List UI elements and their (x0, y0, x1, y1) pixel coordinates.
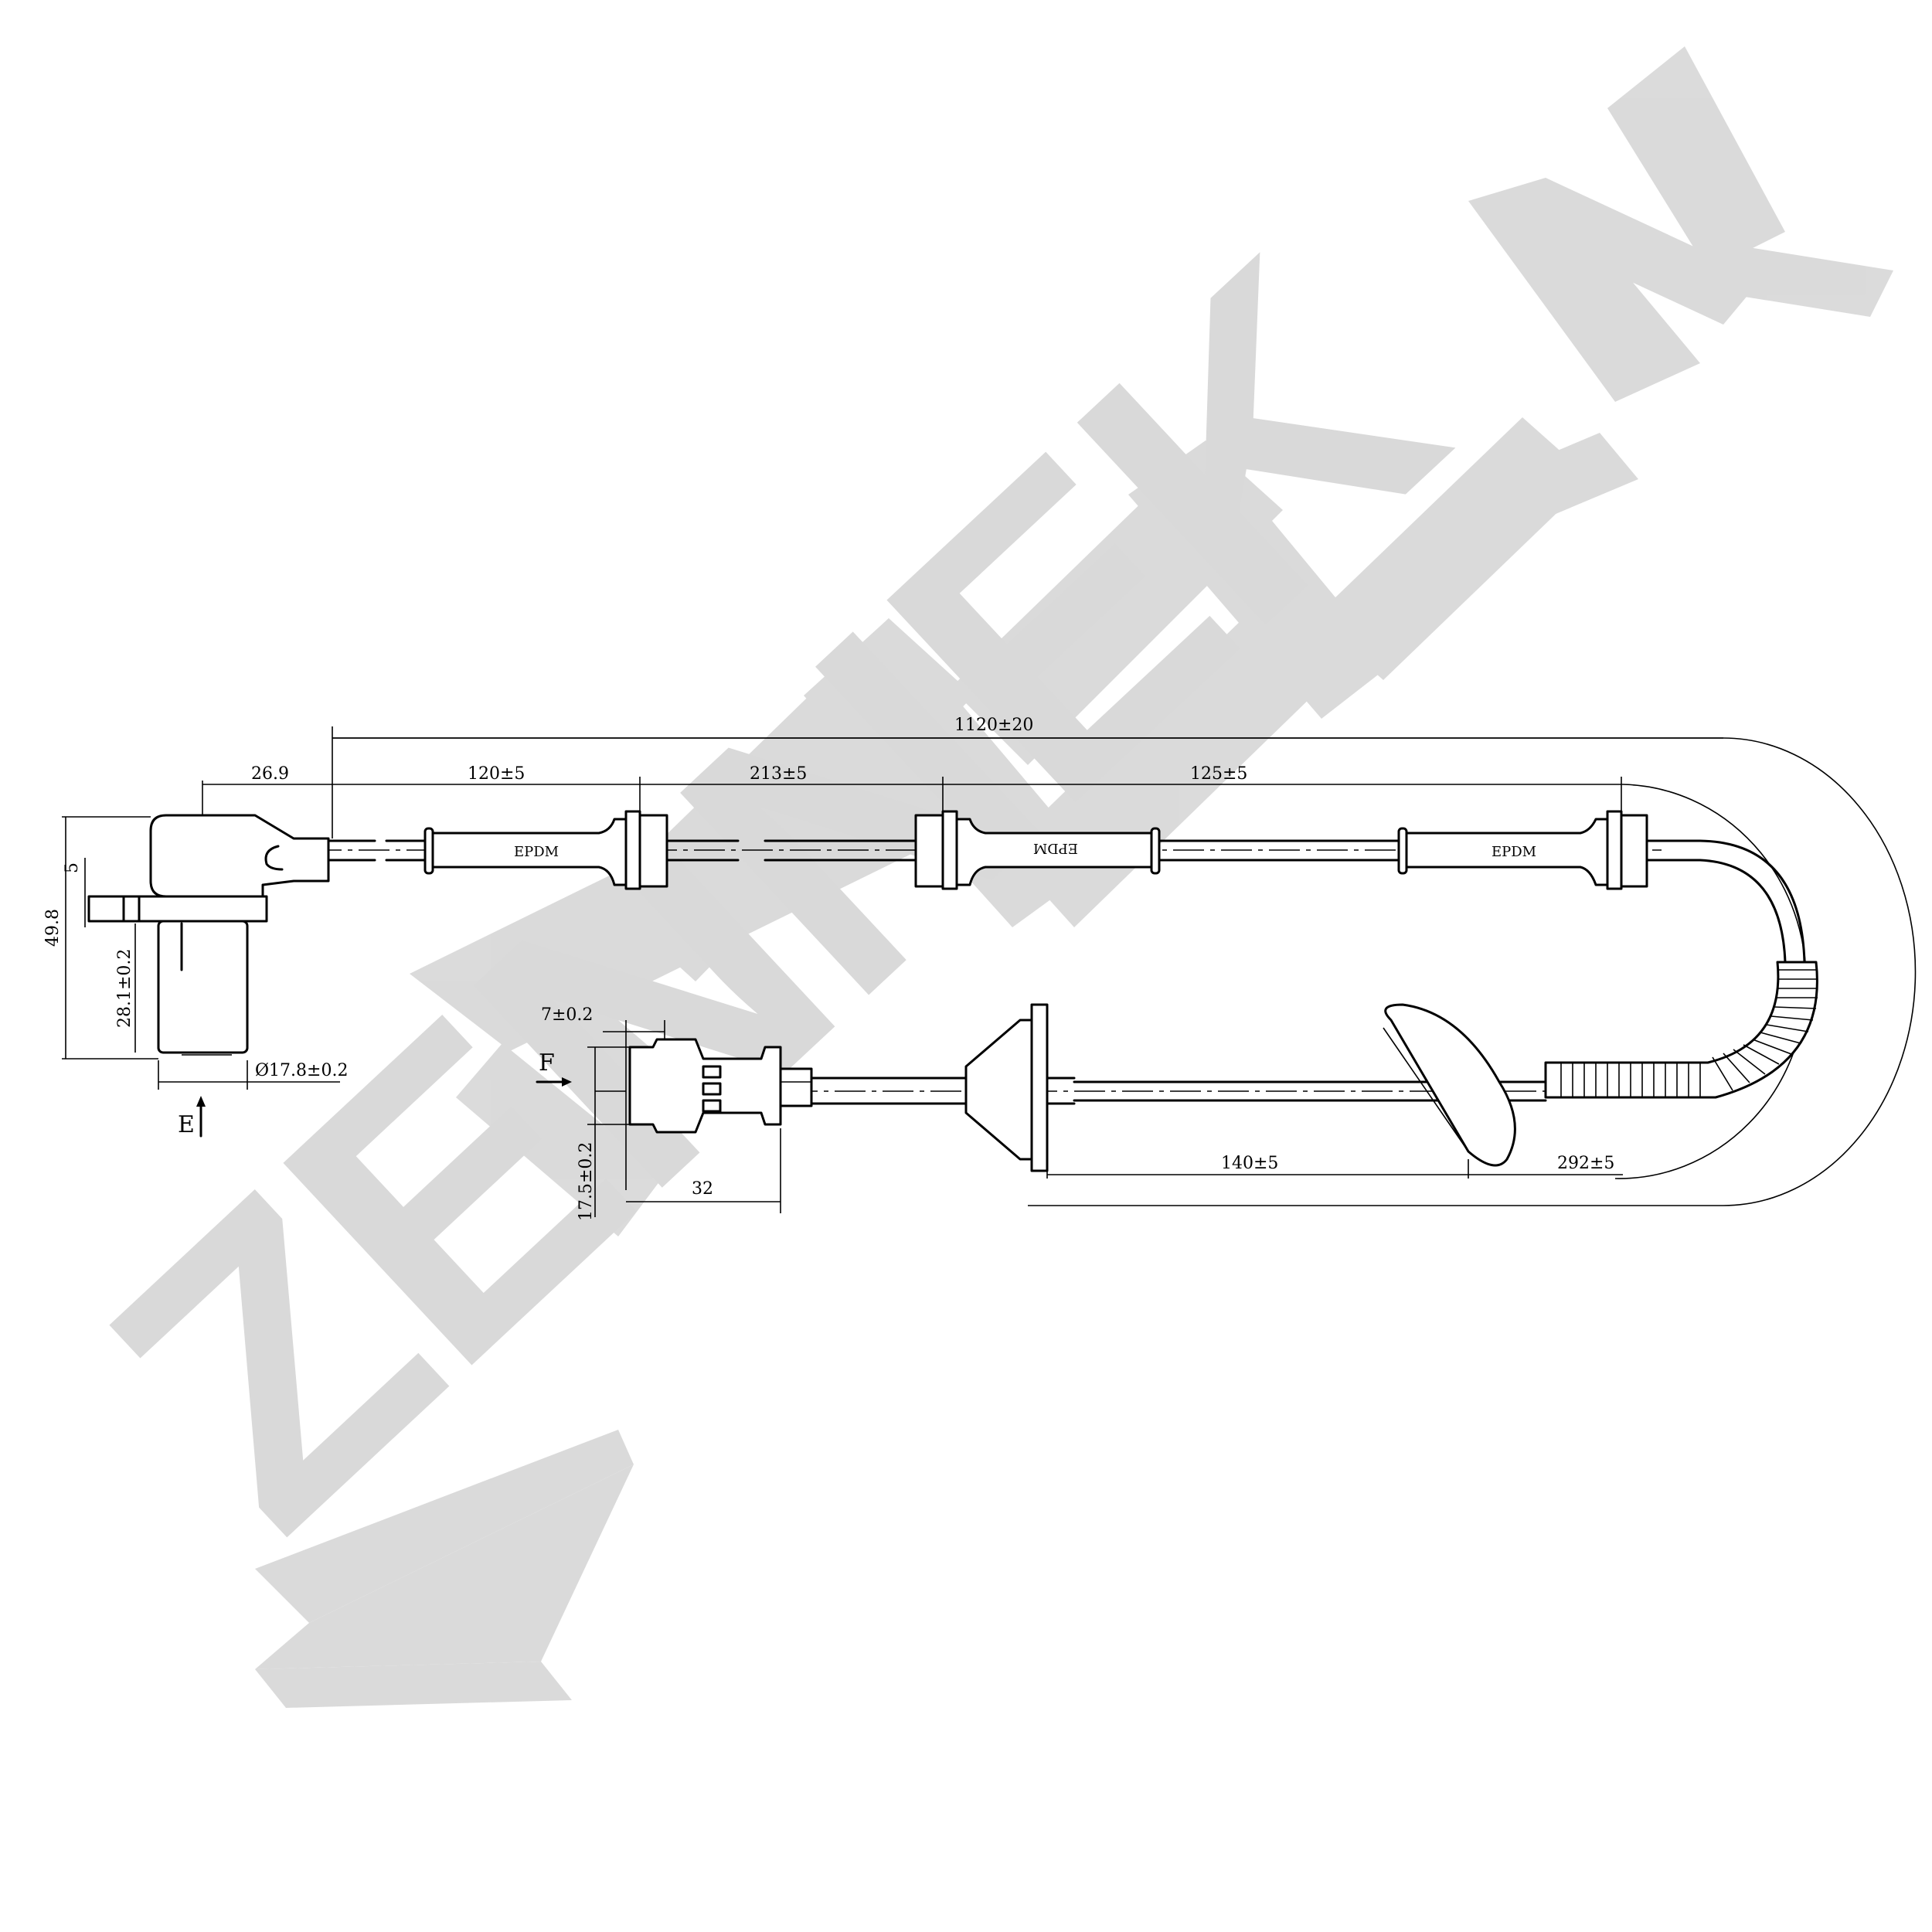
clip-1 (638, 814, 668, 888)
bottom-cable (810, 1003, 1547, 1172)
dim-seg3: 125±5 (1190, 764, 1247, 784)
dim-sensor-height: 49.8 (43, 909, 63, 947)
flange-grommet (964, 1019, 1033, 1161)
overall-envelope (332, 737, 1917, 1206)
connector-pin-2 (702, 1082, 722, 1096)
arrow-up-icon (196, 1096, 206, 1107)
connector (628, 1038, 813, 1134)
view-label-e: E (178, 1111, 195, 1138)
top-cable: EPDM EPDM EPDM (327, 810, 1806, 964)
dim-seg4: 140±5 (1221, 1154, 1278, 1173)
connector-strain-relief (779, 1067, 813, 1107)
dim-connector-tip: 7±0.2 (541, 1005, 593, 1025)
connector-pin-1 (702, 1065, 722, 1079)
grommet-1-label: EPDM (514, 844, 559, 860)
dim-overall-length: 1120±20 (954, 716, 1033, 735)
sensor-cable-entry (264, 845, 284, 871)
sensor-housing (149, 814, 330, 898)
arrow-right-icon (562, 1077, 572, 1087)
mounting-bracket (1384, 1003, 1516, 1167)
clip-3 (1620, 814, 1648, 888)
connector-pin-3 (702, 1099, 722, 1113)
corrugated-sleeve (1544, 961, 1818, 1099)
dim-seg2: 213±5 (750, 764, 807, 784)
sensor-dimensions: 49.8 5 28.1±0.2 Ø17.8±0.2 E 26.9 (43, 726, 348, 1138)
grommet-2-label: EPDM (1033, 840, 1078, 856)
connector-dimensions: 7±0.2 17.5±0.2 32 F (536, 1005, 781, 1221)
flange-plate (1030, 1003, 1049, 1172)
dim-sensor-offset: 26.9 (251, 764, 289, 784)
dim-sensor-diameter: Ø17.8±0.2 (255, 1061, 348, 1080)
dim-connector-height: 17.5±0.2 (577, 1142, 596, 1221)
mounting-flange (87, 895, 268, 923)
dim-seg5: 292±5 (1557, 1154, 1614, 1173)
grommet-3-label: EPDM (1492, 844, 1536, 860)
dim-sensor-body: 28.1±0.2 (115, 949, 134, 1028)
top-dimensions: 1120±20 120±5 213±5 125±5 140±5 292±5 (332, 716, 1723, 1179)
sensor-head (87, 814, 330, 1056)
dim-flange-thickness: 5 (63, 862, 82, 873)
clip-2 (914, 814, 944, 888)
dim-seg1: 120±5 (468, 764, 525, 784)
dim-connector-length: 32 (692, 1179, 713, 1199)
view-label-f: F (539, 1049, 555, 1077)
sensor-tip (157, 920, 249, 1054)
